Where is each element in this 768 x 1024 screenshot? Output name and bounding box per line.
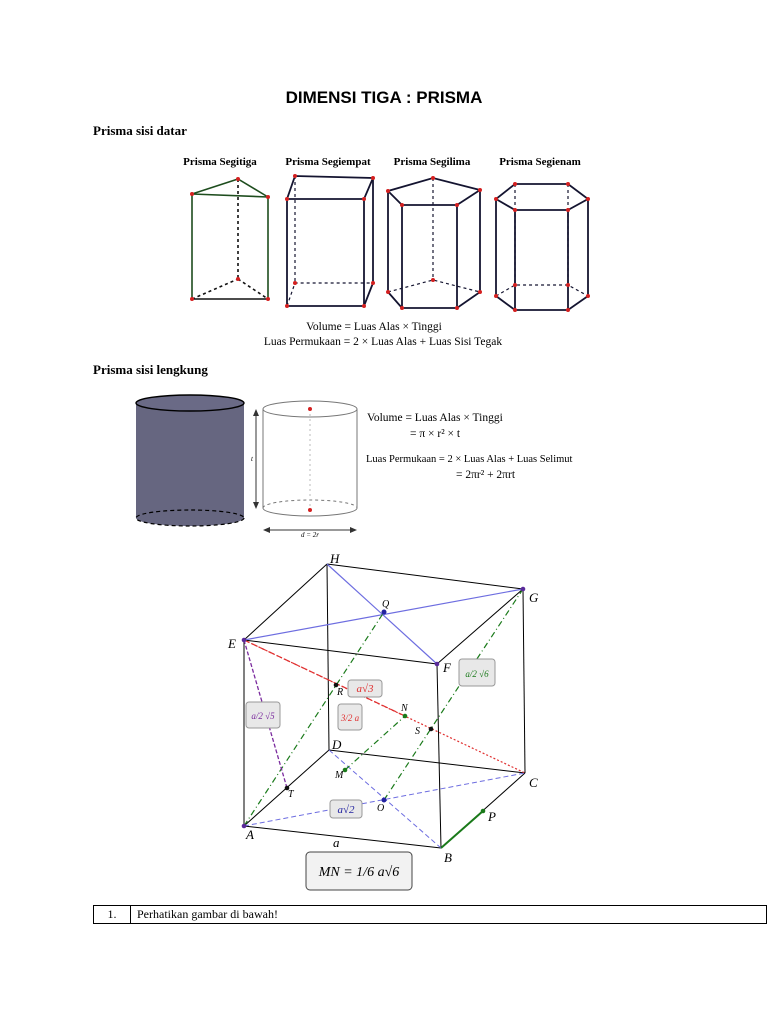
point-o: O — [377, 803, 384, 814]
vertex-a: A — [245, 827, 254, 842]
outline-cylinder — [253, 400, 358, 533]
label-prisma-segiempat: Prisma Segiempat — [285, 156, 371, 168]
svg-text:MN = 1/6 a√6: MN = 1/6 a√6 — [318, 865, 400, 880]
pentagonal-prism — [386, 176, 483, 310]
label-box-a-root3: a√3 — [347, 679, 383, 698]
solid-cylinder — [135, 394, 245, 527]
label-prisma-segienam: Prisma Segienam — [499, 156, 581, 168]
point-q: Q — [382, 599, 390, 610]
svg-text:a/2 √6: a/2 √6 — [465, 669, 489, 679]
point-m: M — [334, 770, 344, 781]
svg-text:3/2 a: 3/2 a — [340, 713, 360, 723]
cylinder-volume-line1: Volume = Luas Alas × Tinggi — [367, 412, 503, 424]
question-number: 1. — [93, 905, 131, 924]
question-text: Perhatikan gambar di bawah! — [130, 905, 767, 924]
cylinder-diameter-label: d = 2r — [301, 531, 319, 539]
segment-bp — [440, 810, 484, 849]
point-t: T — [288, 789, 295, 800]
flat-prisms-figure: Prisma Segitiga Prisma Segiempat Prisma … — [183, 156, 590, 348]
svg-text:a/2 √5: a/2 √5 — [251, 711, 275, 721]
question-table: 1. Perhatikan gambar di bawah! — [93, 905, 767, 924]
label-box-three-halves-a: 3/2 a — [337, 703, 363, 731]
vertex-b: B — [444, 850, 452, 865]
vertex-h: H — [329, 551, 340, 566]
page-title: DIMENSI TIGA : PRISMA — [285, 88, 483, 107]
triangular-prism — [190, 177, 270, 301]
section-heading-flat: Prisma sisi datar — [93, 123, 187, 138]
flat-volume-formula: Volume = Luas Alas × Tinggi — [306, 321, 442, 333]
vertex-c: C — [529, 775, 538, 790]
cube-points — [241, 586, 526, 829]
table-row: 1. Perhatikan gambar di bawah! — [93, 905, 767, 924]
cube-figure: H G E F D C A B Q R N S M O T P a a√3 3/… — [227, 551, 539, 891]
svg-text:a√2: a√2 — [337, 804, 355, 816]
point-r: R — [336, 687, 343, 698]
cylinder-figure: t d = 2r Volume = Luas Alas × Tinggi = π… — [135, 394, 573, 539]
vertex-e: E — [227, 636, 236, 651]
label-prisma-segitiga: Prisma Segitiga — [183, 156, 257, 168]
cylinder-height-label: t — [251, 455, 254, 463]
flat-area-formula: Luas Permukaan = 2 × Luas Alas + Luas Si… — [264, 336, 502, 348]
cylinder-area-line2: = 2πr² + 2πrt — [456, 469, 516, 481]
point-s: S — [415, 726, 420, 737]
edge-label-a: a — [333, 835, 340, 850]
cylinder-area-line1: Luas Permukaan = 2 × Luas Alas + Luas Se… — [366, 454, 573, 465]
label-box-half-a-root5: a/2 √5 — [245, 701, 281, 729]
label-prisma-segilima: Prisma Segilima — [394, 156, 471, 168]
green-lines — [243, 588, 524, 827]
hexagonal-prism — [494, 182, 590, 312]
label-box-a-root2: a√2 — [329, 799, 363, 819]
rectangular-prism — [285, 174, 375, 308]
mn-formula-box: MN = 1/6 a√6 — [305, 851, 413, 891]
vertex-g: G — [529, 590, 539, 605]
point-n: N — [400, 703, 409, 714]
cylinder-volume-line2: = π × r² × t — [410, 428, 461, 440]
segment-et — [243, 639, 288, 789]
label-box-half-a-root6: a/2 √6 — [458, 658, 496, 687]
section-heading-curved: Prisma sisi lengkung — [93, 362, 208, 377]
svg-text:a√3: a√3 — [356, 683, 374, 695]
vertex-d: D — [331, 737, 342, 752]
point-p: P — [487, 809, 496, 824]
segment-en — [243, 639, 406, 717]
vertex-f: F — [442, 660, 452, 675]
